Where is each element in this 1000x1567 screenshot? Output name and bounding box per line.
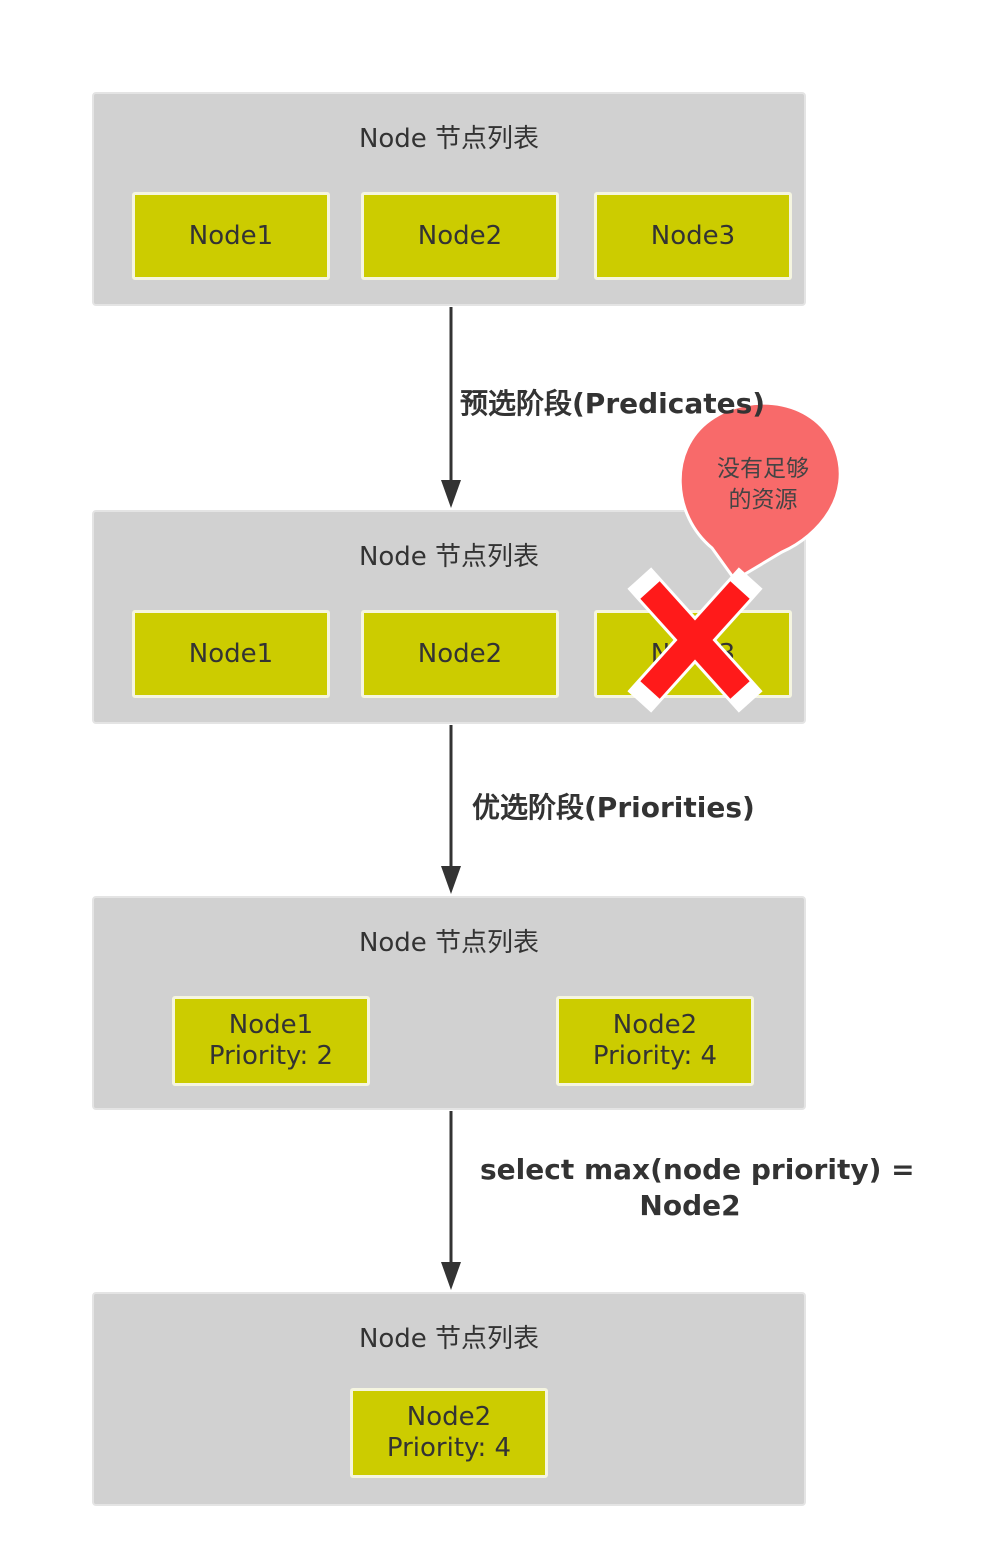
node-node1: Node1 [132,610,330,698]
node-node1-priority: Node1 Priority: 2 [172,996,370,1086]
red-x-cross-icon [627,567,763,713]
callout-bubble [678,401,842,582]
panel-node-list-1: Node 节点列表 Node1 Node2 Node3 [92,92,806,306]
panel-node-list-3: Node 节点列表 Node1 Priority: 2 Node2 Priori… [92,896,806,1110]
node-node2-selected: Node2 Priority: 4 [350,1388,548,1478]
node-node2-priority: Node2 Priority: 4 [556,996,754,1086]
arrow-priorities [441,725,461,894]
node-priority: Priority: 2 [208,1041,334,1071]
panel-title: Node 节点列表 [358,124,540,154]
node-node3: Node3 [594,192,792,280]
callout-text: 没有足够 的资源 [717,456,809,513]
node-name: Node2 [612,1010,698,1040]
arrow-predicates [441,307,461,508]
node-node1: Node1 [132,192,330,280]
node-priority: Priority: 4 [386,1433,512,1463]
panel-title: Node 节点列表 [358,1324,540,1354]
panel-title: Node 节点列表 [358,928,540,958]
node-node2: Node2 [361,610,559,698]
arrow-select-max [441,1111,461,1290]
edge-label-predicates: 预选阶段(Predicates) [460,387,766,420]
node-name: Node2 [406,1402,492,1432]
edge-label-priorities: 优选阶段(Priorities) [472,791,755,824]
panel-title: Node 节点列表 [358,542,540,572]
node-name: Node1 [228,1010,314,1040]
node-priority: Priority: 4 [592,1041,718,1071]
panel-node-list-4: Node 节点列表 Node2 Priority: 4 [92,1292,806,1506]
edge-label-select-max: select max(node priority) = Node2 [480,1153,915,1222]
node-node2: Node2 [361,192,559,280]
panel-node-list-2: Node 节点列表 Node1 Node2 Node3 [92,510,806,724]
